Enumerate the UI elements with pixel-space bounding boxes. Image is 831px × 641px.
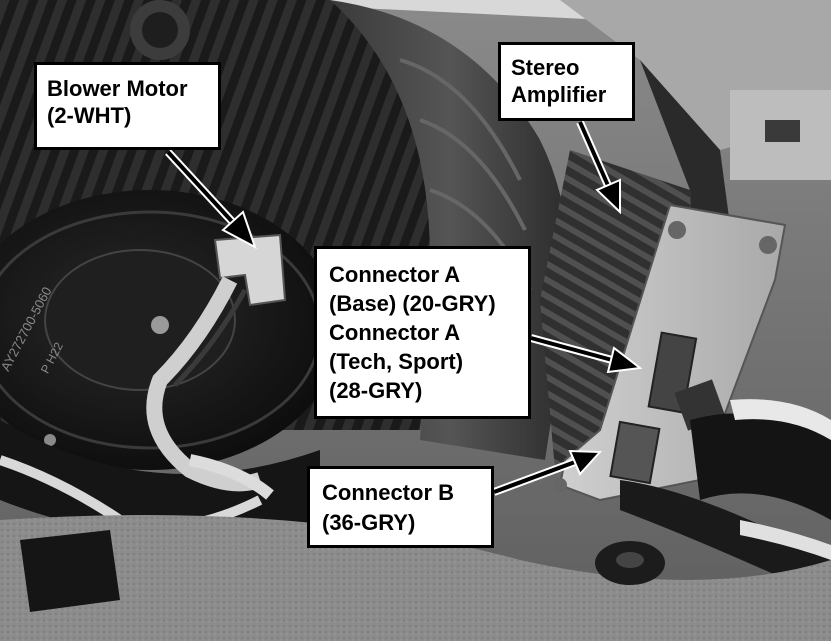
blower-motor-label: Blower Motor bbox=[47, 76, 188, 101]
connector-a-base-spec: (Base) (20-GRY) bbox=[329, 291, 496, 316]
connector-a-label-base: Connector A bbox=[329, 262, 461, 287]
callout-connector-b: Connector B (36-GRY) bbox=[307, 466, 494, 548]
connector-b-spec: (36-GRY) bbox=[322, 510, 416, 535]
blower-motor-connector-spec: (2-WHT) bbox=[47, 103, 132, 128]
stereo-amplifier-label-line2: Amplifier bbox=[511, 82, 607, 107]
connector-a-tech-sport-spec: (28-GRY) bbox=[329, 378, 423, 403]
stereo-amplifier-label-line1: Stereo bbox=[511, 55, 580, 80]
connector-a-trim-spec: (Tech, Sport) bbox=[329, 349, 464, 374]
callout-stereo-amplifier: Stereo Amplifier bbox=[498, 42, 635, 121]
connector-a-label-tech-sport: Connector A bbox=[329, 320, 461, 345]
callout-connector-a: Connector A (Base) (20-GRY) Connector A … bbox=[314, 246, 531, 419]
callout-blower-motor: Blower Motor (2-WHT) bbox=[34, 62, 221, 150]
connector-b-label: Connector B bbox=[322, 480, 454, 505]
